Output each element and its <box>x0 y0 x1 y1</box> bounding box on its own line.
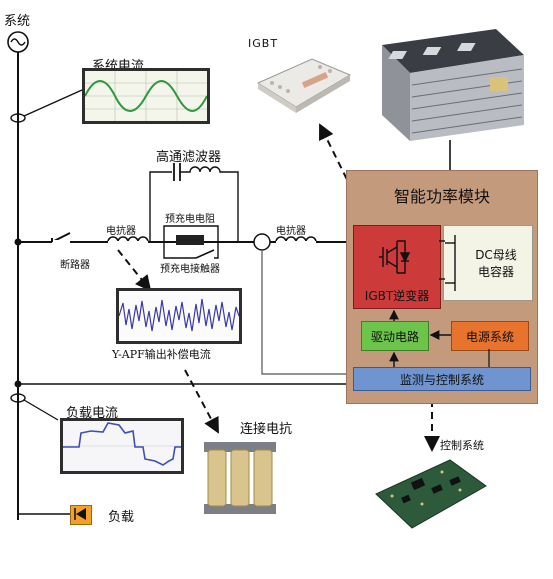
dc-bus-capacitor-label: DC母线 电容器 <box>475 248 517 279</box>
connecting-reactor-label: 连接电抗 <box>240 422 293 437</box>
dc-capacitor-symbol <box>445 235 456 291</box>
load-current-waveform <box>63 422 181 466</box>
power-system-box: 电源系统 <box>451 321 529 351</box>
monitor-control-box: 监测与控制系统 <box>353 367 531 391</box>
igbt-top-label: IGBT <box>248 37 279 50</box>
hpf-inductor <box>180 166 239 242</box>
current-sensor-bottom <box>10 393 26 403</box>
load-block <box>70 505 92 525</box>
drive-circuit-label: 驱动电路 <box>370 329 419 344</box>
breaker-label: 断路器 <box>60 260 90 271</box>
apf-current-dashed-arrow <box>117 249 152 292</box>
load-current-label: 负载电流 <box>66 406 119 421</box>
apf-current-scope <box>116 288 242 344</box>
load-current-scope <box>60 418 184 474</box>
system-current-waveform <box>85 71 207 121</box>
precharge-contactor-label: 预充电接触器 <box>160 264 220 275</box>
module-internal-arrows <box>389 309 490 367</box>
igbt-inverter-label: IGBT逆变器 <box>364 289 430 303</box>
reactor-left-label: 电抗器 <box>106 226 136 237</box>
current-sensor-top <box>10 113 26 123</box>
dc-bus-capacitor-box: DC母线 电容器 <box>443 225 533 301</box>
control-system-label: 控制系统 <box>440 439 484 452</box>
system-label: 系统 <box>4 14 31 29</box>
high-pass-filter-label: 高通滤波器 <box>156 150 222 165</box>
apf-output-current-label: Y-APF输出补偿电流 <box>112 348 211 361</box>
monitor-control-label: 监测与控制系统 <box>399 372 484 387</box>
system-current-pointer <box>23 89 83 117</box>
precharge-resistor <box>176 235 204 245</box>
smart-power-module-title: 智能功率模块 <box>393 187 490 206</box>
power-module-cabinet-image <box>378 25 528 145</box>
precharge-resistor-label: 预充电电阻 <box>165 214 215 225</box>
drive-circuit-box: 驱动电路 <box>361 321 429 351</box>
igbt-module-image <box>250 55 354 115</box>
apf-current-waveform <box>119 298 239 332</box>
connecting-reactor-image <box>198 436 282 520</box>
load-current-pointer <box>23 399 59 421</box>
reactor-right-label: 电抗器 <box>276 226 306 237</box>
sense-line-right <box>261 250 352 375</box>
smart-power-module: 智能功率模块 DC母线 电容器 IGBT逆变器 驱动电路 电源系统 <box>346 170 538 404</box>
current-sensor-right <box>253 233 271 251</box>
control-system-board-image <box>372 456 490 532</box>
load-label: 负载 <box>108 510 135 525</box>
power-system-label: 电源系统 <box>465 329 514 344</box>
system-current-scope <box>82 68 210 124</box>
connecting-reactor-dashed-arrow <box>184 369 219 434</box>
hpf-branch <box>149 171 172 242</box>
precharge-contactor-switch <box>195 249 215 259</box>
igbt-symbol <box>379 240 445 280</box>
ac-source-wave <box>10 38 26 46</box>
precharge-bypass <box>163 225 219 242</box>
